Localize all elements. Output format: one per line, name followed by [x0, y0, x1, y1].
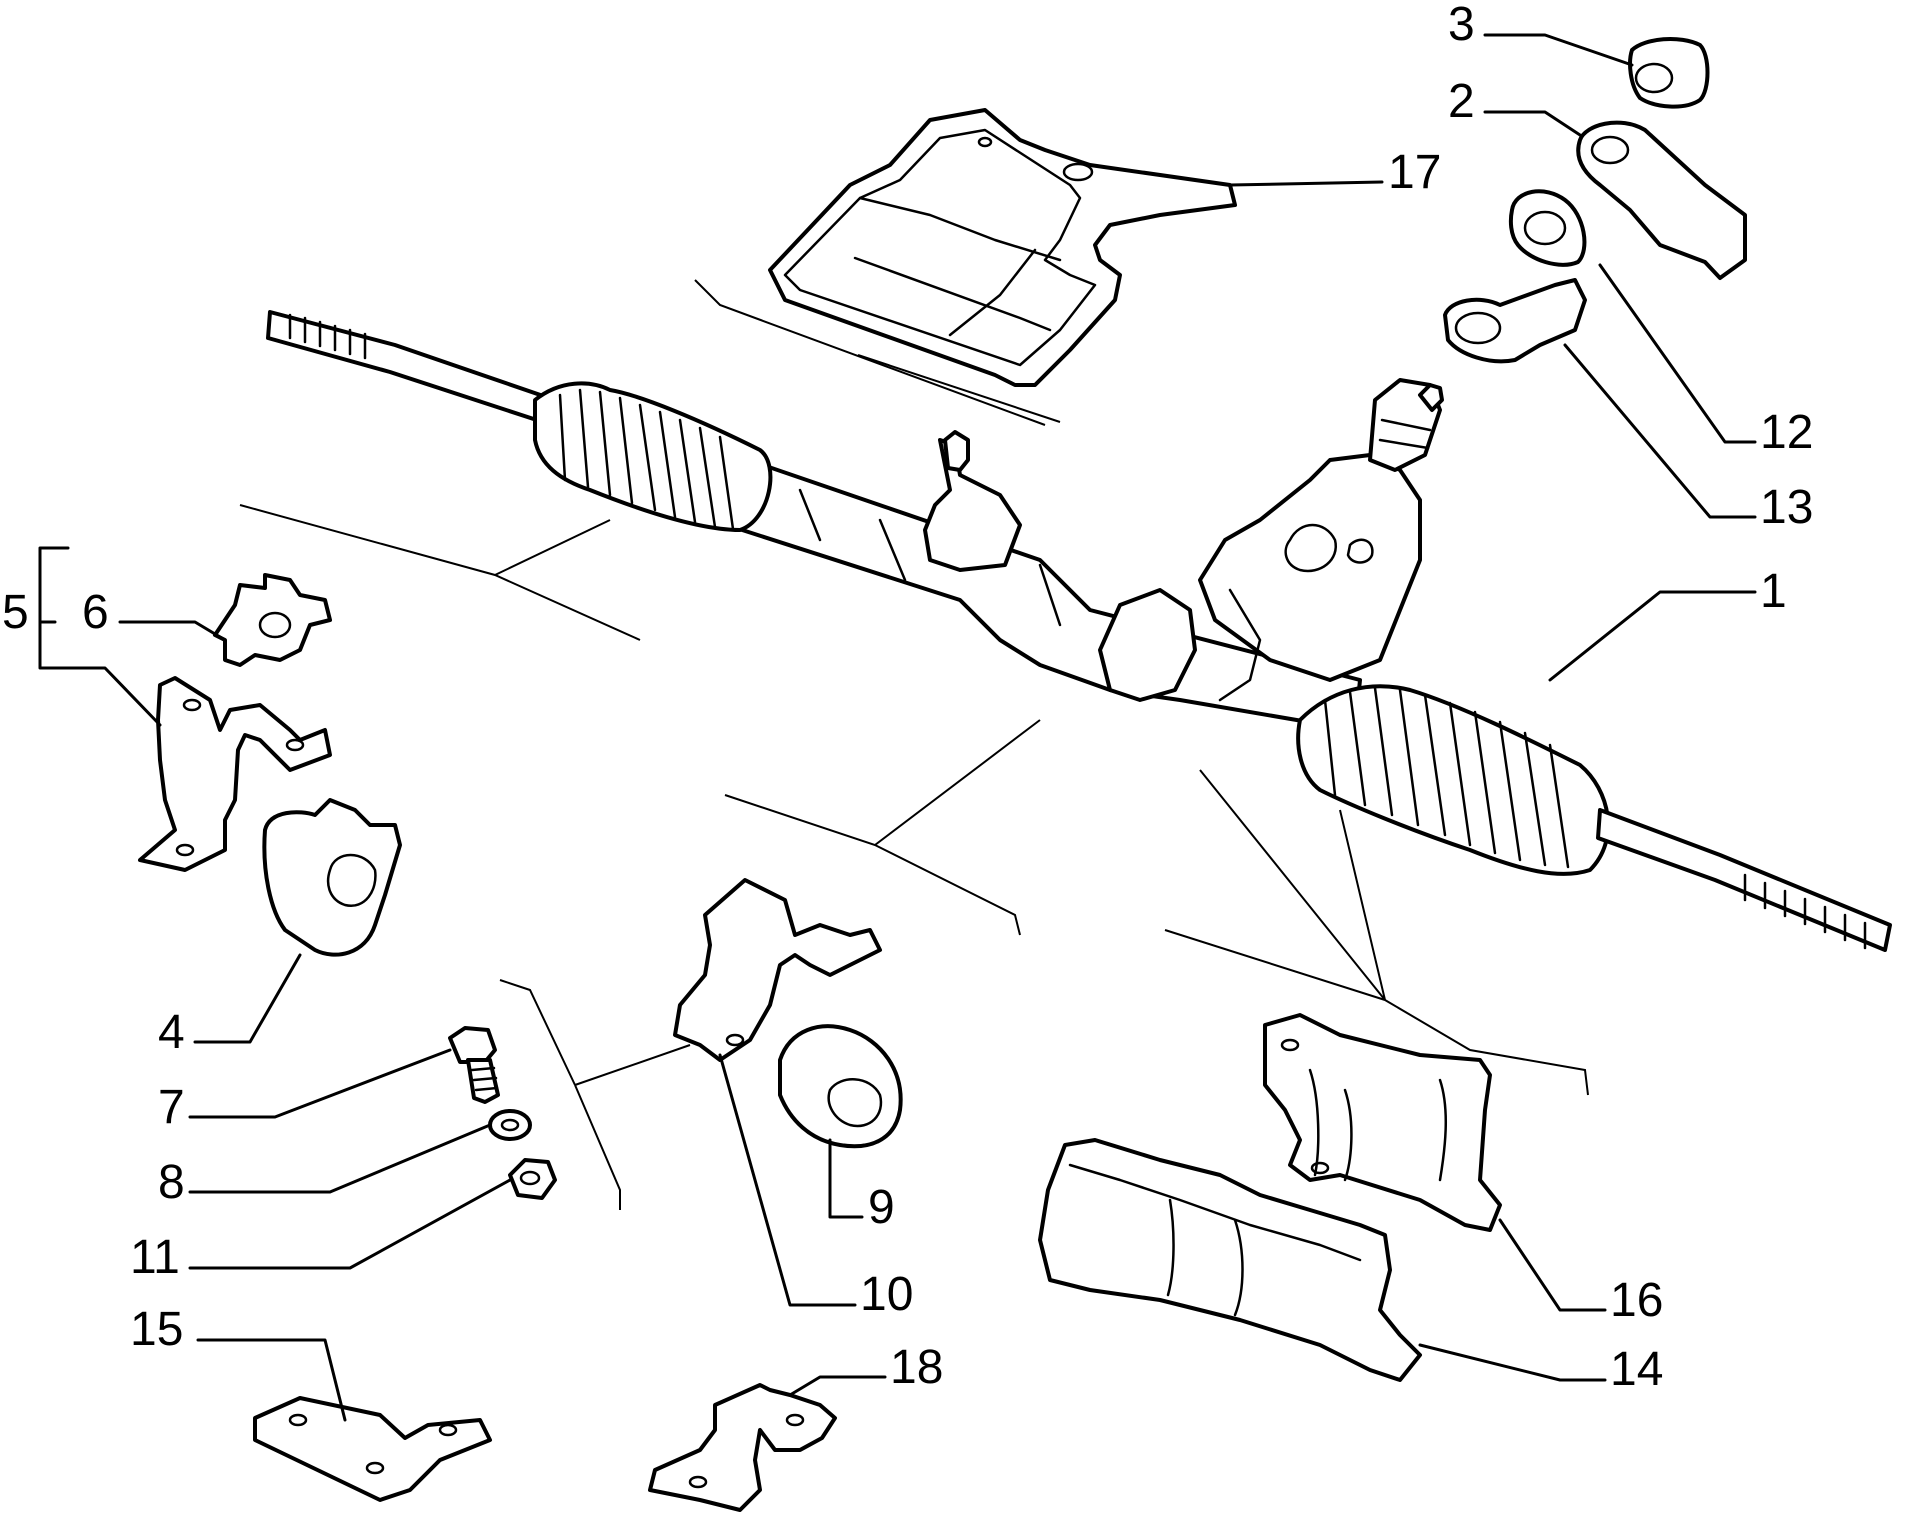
leader-lines: [38, 33, 1757, 1422]
part-1-steering-rack: [266, 310, 1892, 952]
callout-17: 17: [1388, 146, 1441, 199]
callout-14: 14: [1610, 1343, 1663, 1396]
callout-3: 3: [1448, 0, 1475, 51]
part-11-nut: [508, 1158, 557, 1200]
part-6-clip: [213, 573, 332, 667]
callout-18: 18: [890, 1341, 943, 1394]
callout-11: 11: [130, 1231, 180, 1284]
callout-9: 9: [868, 1181, 895, 1234]
callout-7: 7: [158, 1081, 185, 1134]
part-15-plate: [253, 1396, 492, 1502]
part-2-support-arm: [1576, 120, 1747, 280]
callout-5: 5: [2, 586, 29, 639]
part-9-bushing: [778, 1024, 903, 1149]
part-18-bracket: [648, 1383, 837, 1512]
callout-8: 8: [158, 1156, 185, 1209]
callout-numbers: 1 2 3 4 5 6 7 8 9 10 11 12 13 14 15 16 1…: [2, 0, 1813, 1396]
part-14-heat-shield: [1038, 1138, 1422, 1382]
callout-15: 15: [130, 1303, 183, 1356]
part-17-heat-shield: [768, 108, 1237, 387]
callout-1: 1: [1760, 565, 1787, 618]
part-3-bushing: [1628, 37, 1710, 109]
callout-4: 4: [158, 1006, 185, 1059]
part-16-heat-shield-sleeve: [1263, 1013, 1502, 1232]
part-13-bracket: [1443, 278, 1587, 364]
part-12-snap-ring: [1508, 189, 1587, 267]
part-8-washer: [488, 1109, 532, 1141]
callout-2: 2: [1448, 75, 1475, 128]
part-4-rubber-bushing: [262, 798, 402, 957]
callout-13: 13: [1760, 481, 1813, 534]
callout-16: 16: [1610, 1274, 1663, 1327]
callout-12: 12: [1760, 406, 1813, 459]
callout-6: 6: [82, 586, 109, 639]
part-10-clamp: [673, 878, 882, 1062]
part-7-bolt: [448, 1026, 500, 1104]
assembly-guide-lines: [239, 279, 1589, 1210]
part-5-clamp: [138, 676, 332, 872]
callout-10: 10: [860, 1268, 913, 1321]
